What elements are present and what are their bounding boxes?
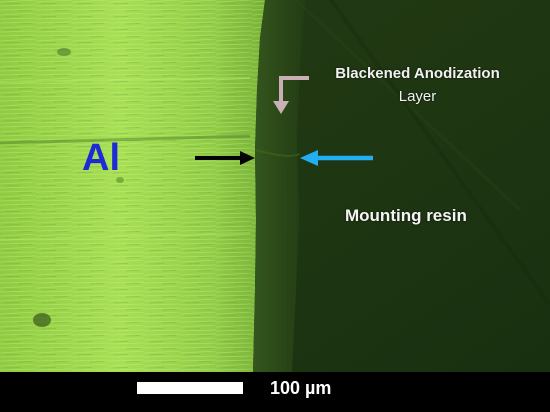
scale-label: 100 µm xyxy=(270,378,332,398)
anodization-label-line1: Blackened Anodization xyxy=(335,65,500,82)
micrograph xyxy=(0,0,550,372)
anodization-label-line2: Layer xyxy=(398,88,437,105)
mounting-resin-label: Mounting resin xyxy=(345,206,467,225)
scale-strip xyxy=(0,372,550,412)
anodization-layer-label: Blackened Anodization Layer xyxy=(290,62,545,112)
aluminum-label: Al xyxy=(82,137,120,179)
scale-bar xyxy=(137,382,243,394)
